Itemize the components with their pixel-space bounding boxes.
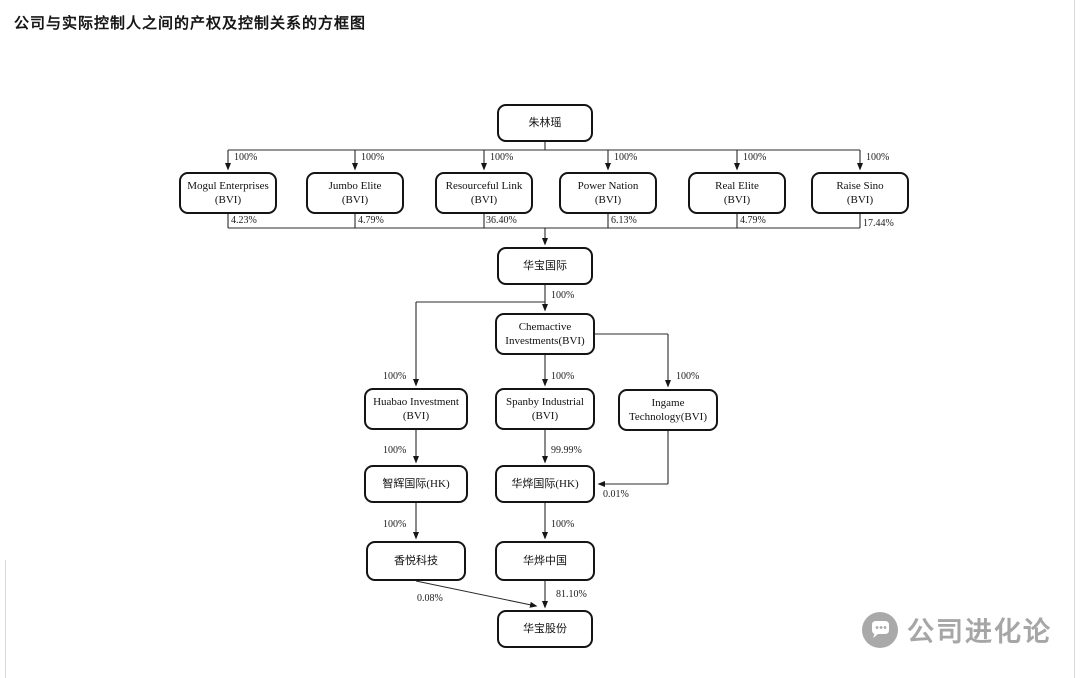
node-huaye-china: 华烨中国: [495, 541, 595, 581]
node-spanby-industrial: Spanby Industrial (BVI): [495, 388, 595, 430]
edge-label-huayehk-huayecn: 100%: [551, 519, 575, 530]
edge-label-zhu-mogul: 100%: [234, 152, 258, 163]
edge-label-power-huabao: 6.13%: [611, 215, 637, 226]
edge-label-ingame-huayehk: 0.01%: [603, 489, 629, 500]
node-zhihui-international-hk: 智辉国际(HK): [364, 465, 468, 503]
node-xiangyue-technology: 香悦科技: [366, 541, 466, 581]
edge-label-huabaoinv-zhihui: 100%: [383, 445, 407, 456]
node-real-elite: Real Elite (BVI): [688, 172, 786, 214]
edge-label-chemactive-spanby: 100%: [551, 371, 575, 382]
node-raise-sino: Raise Sino (BVI): [811, 172, 909, 214]
node-ingame-technology: Ingame Technology(BVI): [618, 389, 718, 431]
edge-label-real-elite-huabao: 4.79%: [740, 215, 766, 226]
edge-xiangyue-huabaoshares-line: [415, 580, 538, 608]
edge-label-zhihui-xiangyue: 100%: [383, 519, 407, 530]
node-mogul-enterprises: Mogul Enterprises (BVI): [179, 172, 277, 214]
edge-label-raise-sino-huabao: 17.44%: [863, 218, 894, 229]
watermark-text: 公司进化论: [907, 617, 1052, 647]
watermark: 公司进化论: [861, 610, 1052, 649]
node-power-nation: Power Nation (BVI): [559, 172, 657, 214]
edge-label-mogul-huabao: 4.23%: [231, 215, 257, 226]
edge-label-zhu-jumbo: 100%: [361, 152, 385, 163]
node-huaye-international-hk: 华烨国际(HK): [495, 465, 595, 503]
node-huabao-international: 华宝国际: [497, 247, 593, 285]
edge-label-zhu-real-elite: 100%: [743, 152, 767, 163]
node-resourceful-link: Resourceful Link (BVI): [435, 172, 533, 214]
watermark-logo-icon: [862, 611, 898, 648]
edge-label-xiangyue-huabaoshares: 0.08%: [417, 593, 443, 604]
edge-label-jumbo-huabao: 4.79%: [358, 215, 384, 226]
edge-label-spanby-huayehk: 99.99%: [551, 445, 582, 456]
edge-label-chemactive-ingame: 100%: [676, 371, 700, 382]
edge-label-resourceful-huabao: 36.40%: [486, 215, 517, 226]
edge-label-huabao-investment: 100%: [383, 371, 407, 382]
edge-label-zhu-power: 100%: [614, 152, 638, 163]
page-edge-line-right: [1074, 0, 1075, 678]
edge-label-zhu-resourceful: 100%: [490, 152, 514, 163]
node-huabao-shares: 华宝股份: [497, 610, 593, 648]
node-jumbo-elite: Jumbo Elite (BVI): [306, 172, 404, 214]
node-chemactive-investments: Chemactive Investments(BVI): [495, 313, 595, 355]
page-edge-line-left: [5, 560, 6, 678]
edge-label-huabao-chemactive: 100%: [551, 290, 575, 301]
node-huabao-investment: Huabao Investment (BVI): [364, 388, 468, 430]
edge-label-huayecn-huabaoshares: 81.10%: [556, 589, 587, 600]
edge-label-zhu-raise-sino: 100%: [866, 152, 890, 163]
node-zhu-linyao: 朱林瑶: [497, 104, 593, 142]
page-title: 公司与实际控制人之间的产权及控制关系的方框图: [14, 15, 367, 32]
